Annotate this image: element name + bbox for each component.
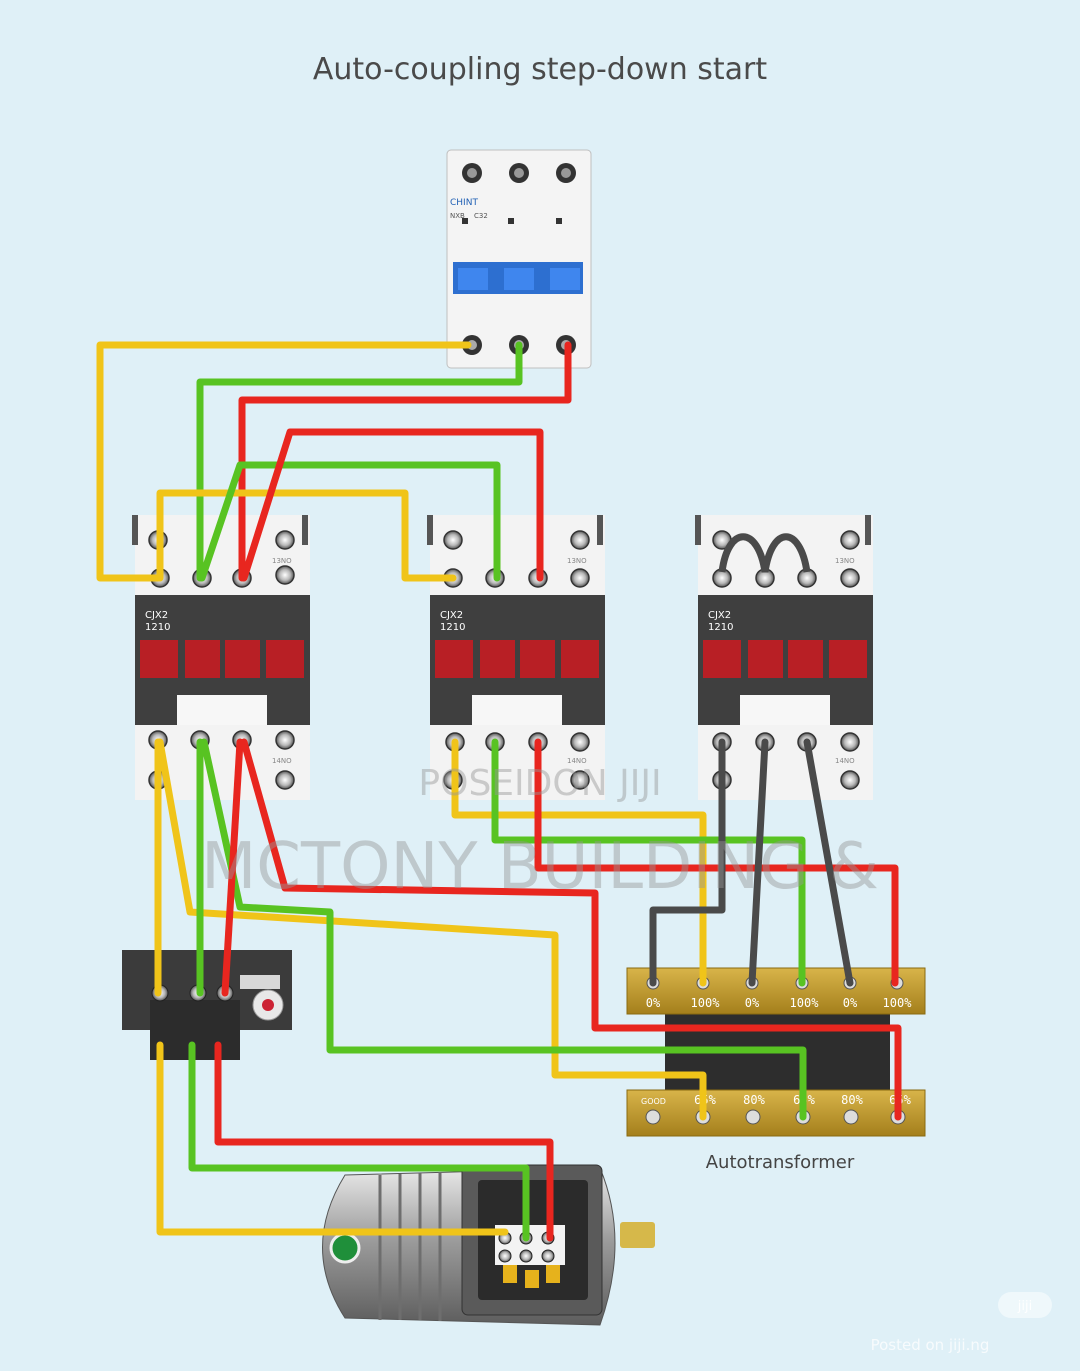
tap-top-6: 100% bbox=[883, 996, 913, 1010]
thermal-overload-relay bbox=[122, 950, 292, 1060]
breaker-rating: C32 bbox=[474, 212, 488, 220]
contactor-1-aux-bottom: 14NO bbox=[272, 757, 292, 765]
wire-l3-k1-to-at-65 bbox=[240, 738, 902, 1121]
tap-top-4: 100% bbox=[790, 996, 820, 1010]
wire-l2-olr-to-motor bbox=[188, 1041, 530, 1242]
watermark-line-1: POSEIDON JIJI bbox=[418, 763, 661, 804]
contactor-1-model: CJX2 bbox=[145, 610, 168, 621]
wire-l3-olr-to-motor bbox=[214, 1041, 554, 1242]
wire-star-1 bbox=[649, 738, 726, 987]
autotransformer-label: Autotransformer bbox=[706, 1152, 855, 1173]
wire-l1-breaker-to-k1 bbox=[96, 341, 472, 582]
motor-badge-icon bbox=[329, 1232, 361, 1264]
wire-l3-breaker-to-k1 bbox=[238, 341, 572, 582]
contactor-1-model-number: 1210 bbox=[145, 622, 170, 633]
wire-l2-k2-to-at-100 bbox=[491, 738, 806, 987]
wire-l1-k2-to-at-100 bbox=[451, 738, 707, 987]
tap-top-1: 0% bbox=[646, 996, 661, 1010]
jiji-badge-text: jiji bbox=[1017, 1299, 1032, 1314]
contactor-2: CJX2 1210 13NO 14NO bbox=[427, 515, 605, 800]
tap-top-2: 100% bbox=[691, 996, 721, 1010]
contactor-3-model: CJX2 bbox=[708, 610, 731, 621]
contactor-3-aux-bottom: 14NO bbox=[835, 757, 855, 765]
contactor-2-model-number: 1210 bbox=[440, 622, 465, 633]
wire-l2-k1-to-k2 bbox=[198, 461, 501, 582]
wire-star-2 bbox=[748, 738, 769, 987]
wire-l3-k1-to-olr bbox=[221, 738, 244, 997]
wire-l1-olr-to-motor bbox=[156, 1041, 509, 1236]
tap-bottom-2: 80% bbox=[743, 1093, 765, 1107]
contactor-1-aux-top: 13NO bbox=[272, 557, 292, 565]
star-jumper bbox=[718, 533, 811, 573]
contactor-3-aux-top: 13NO bbox=[835, 557, 855, 565]
circuit-breaker: CHINT NXB C32 bbox=[446, 149, 592, 369]
breaker-brand: CHINT bbox=[450, 198, 478, 208]
contactor-1: CJX2 1210 13NO 14NO bbox=[132, 515, 310, 800]
tap-bottom-4: 80% bbox=[841, 1093, 863, 1107]
watermark-line-2: MCTONY BUILDING & bbox=[201, 830, 879, 904]
jiji-badge bbox=[998, 1292, 1052, 1318]
wire-star-3 bbox=[803, 738, 854, 987]
contactor-3: CJX2 1210 13NO 14NO bbox=[695, 515, 873, 800]
wires bbox=[96, 341, 902, 1242]
motor bbox=[322, 1164, 655, 1326]
autotransformer-top-bus bbox=[626, 967, 926, 1015]
wire-l2-breaker-to-k1 bbox=[196, 341, 523, 582]
wire-l1-k1-to-at-65 bbox=[156, 738, 707, 1121]
contactor-2-aux-top: 13NO bbox=[567, 557, 587, 565]
autotransformer-bottom-bus bbox=[626, 1089, 926, 1137]
contactor-3-model-number: 1210 bbox=[708, 622, 733, 633]
wire-l3-k1-to-k2 bbox=[240, 428, 544, 582]
contactor-2-aux-bottom: 14NO bbox=[567, 757, 587, 765]
diagram-title: Auto-coupling step-down start bbox=[312, 52, 768, 87]
wire-l1-k1-to-k2 bbox=[156, 489, 457, 582]
contactor-2-model: CJX2 bbox=[440, 610, 463, 621]
autotransformer-badge: GOOD bbox=[641, 1097, 666, 1106]
wire-l3-k2-to-at-100 bbox=[534, 738, 899, 987]
breaker-model: NXB bbox=[450, 212, 465, 220]
tap-top-5: 0% bbox=[843, 996, 858, 1010]
tap-top-3: 0% bbox=[745, 996, 760, 1010]
jiji-posted-text: Posted on jiji.ng bbox=[871, 1336, 990, 1354]
